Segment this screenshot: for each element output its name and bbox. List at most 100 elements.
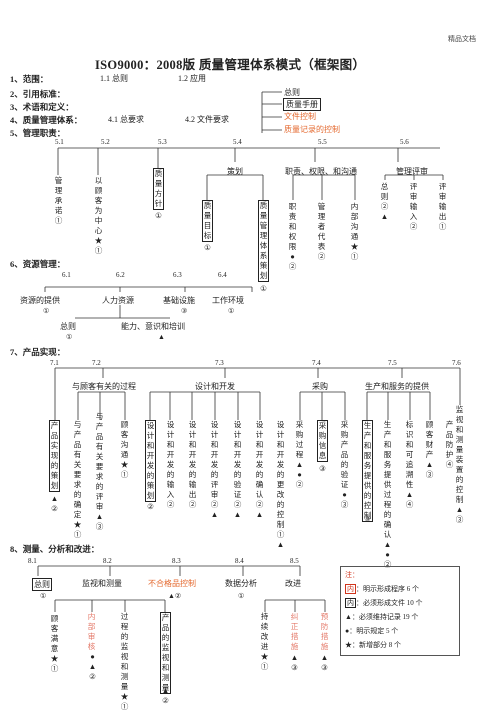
section-4-2: 4.2 文件要求	[185, 115, 229, 124]
s6-num-2: 6.2	[116, 271, 125, 279]
s8-num-1: 8.1	[28, 557, 37, 565]
s8-product-monitoring-mark: ▲②	[161, 686, 170, 705]
s7-customer-process: 与顾客有关的过程	[72, 382, 136, 391]
s5-review-label: 管理评审	[396, 167, 428, 176]
doc-quality-manual: 质量手册	[283, 98, 321, 111]
s8-num-3: 8.3	[172, 557, 181, 565]
s7-num-3: 7.3	[215, 359, 224, 367]
s7-customer-comm: 顾客沟通★①	[120, 420, 129, 479]
page-title: ISO9000：2008版 质量管理体系模式（框架图）	[95, 58, 366, 72]
section-5-heading: 5、管理职责：	[10, 128, 66, 138]
s7-num-5: 7.5	[388, 359, 397, 367]
star-icon: ★	[345, 641, 352, 649]
s6-num-1: 6.1	[62, 271, 71, 279]
s5-quality-objectives: 质量目标	[202, 200, 213, 242]
section-4-1: 4.1 总要求	[108, 115, 144, 124]
s5-internal-comm: 内部沟通★①	[350, 202, 359, 261]
section-1-2: 1.2 应用	[178, 74, 206, 83]
s7-customer-property: 顾客财产▲③	[425, 420, 434, 479]
s6-competence-mark: ▲	[158, 333, 165, 341]
s5-quality-objectives-mark: ①	[204, 243, 211, 252]
dot-icon: ●	[345, 627, 350, 635]
s8-preventive-action-mark: ▲③	[320, 653, 329, 672]
s7-design-validation: 设计和开发的确认②▲	[255, 420, 264, 519]
s7-purchased-verification: 采购产品的验证●③	[340, 420, 349, 509]
s5-num-3: 5.3	[158, 138, 167, 146]
doc-general: 总则	[284, 88, 300, 97]
s7-realization-planning-mark: ▲②	[50, 494, 59, 513]
s7-design-input: 设计和开发的输入②	[166, 420, 175, 509]
s7-purchasing: 采购	[312, 382, 328, 391]
legend-symbol-black-box: 内	[345, 598, 356, 608]
s5-num-4: 5.4	[233, 138, 242, 146]
s8-internal-audit: 内部审核	[87, 612, 96, 651]
legend-title: 注：	[345, 571, 359, 579]
section-7-heading: 7、产品实现：	[10, 347, 66, 357]
s5-commitment: 管理承诺①	[54, 176, 63, 225]
s5-mgmt-representative: 管理者代表②	[317, 202, 326, 261]
legend-row-specified: ●：明示规定 5 个	[345, 627, 399, 635]
s7-num-6: 7.6	[452, 359, 461, 367]
legend-row-procedure: 内：明示形成程序 6 个	[345, 584, 419, 594]
s5-num-6: 5.6	[400, 138, 409, 146]
legend-symbol-red-box: 内	[345, 584, 356, 594]
s8-product-monitoring: 产品的监视和测量	[160, 612, 171, 694]
s8-general-mark: ①	[40, 592, 47, 600]
s8-corrective-action-mark: ▲③	[290, 653, 299, 672]
s6-general: 总则	[60, 322, 76, 331]
s5-qms-planning: 质量管理体系策划	[258, 200, 269, 282]
s7-production-control-mark: ③	[364, 514, 371, 523]
legend-row-record: ▲：必须维持记录 19 个	[345, 613, 419, 621]
s6-mark-3: ③	[181, 307, 188, 315]
triangle-icon: ▲	[345, 613, 352, 621]
s7-design-planning-mark: ②	[147, 502, 154, 511]
s8-general: 总则	[32, 578, 52, 591]
section-2-heading: 2、引用标准：	[10, 89, 66, 99]
s8-nonconforming: 不合格品控制	[148, 579, 196, 588]
doc-document-control: 文件控制	[284, 112, 316, 121]
s7-design-change: 设计和开发的更改的控制①▲	[276, 420, 285, 549]
s7-design-planning: 设计和开发的策划	[145, 420, 156, 502]
s5-num-1: 5.1	[55, 138, 64, 146]
s7-design-review: 设计和开发的评审②▲	[210, 420, 219, 519]
s5-qms-planning-mark: ①	[260, 284, 267, 293]
s5-review-general: 总则②▲	[380, 182, 389, 221]
s8-improvement: 改进	[285, 579, 301, 588]
s5-quality-policy-mark: ①	[155, 211, 162, 220]
s7-realization-planning: 产品实现的策划	[49, 420, 60, 492]
s8-preventive-action: 预防措施	[320, 612, 329, 651]
s6-num-3: 6.3	[173, 271, 182, 279]
s8-internal-audit-mark: ●▲②	[88, 652, 97, 681]
s6-human-resources: 人力资源	[102, 296, 134, 305]
s7-design-verification: 设计和开发的验证②▲	[233, 420, 242, 519]
s5-quality-policy: 质量方针	[153, 168, 164, 210]
corner-note: 精品文档	[448, 35, 476, 43]
s6-competence-training: 能力、意识和培训	[121, 322, 185, 331]
s6-mark-1: ①	[43, 307, 50, 315]
s5-num-5: 5.5	[318, 138, 327, 146]
section-1-heading: 1、范围：	[10, 74, 49, 84]
s7-production: 生产和服务的提供	[365, 382, 429, 391]
s7-identification: 标识和可追溯性▲④	[405, 420, 414, 509]
s5-review-input: 评审输入②	[409, 182, 418, 231]
s5-customer-focus: 以顾客为中心★①	[94, 176, 103, 255]
legend-row-new: ★：新增部分 8 个	[345, 641, 401, 649]
s7-process-validation: 生产和服务提供过程的确认▲●②	[383, 420, 392, 569]
s7-purchasing-info: 采购信息	[317, 420, 328, 462]
s7-req-determination: 与产品有关要求的确定★①	[73, 420, 82, 539]
s8-data-analysis: 数据分析	[225, 579, 257, 588]
s7-purchasing-info-mark: ③	[319, 464, 326, 473]
legend: 注： 内：明示形成程序 6 个 内：必须形成文件 10 个 ▲：必须维持记录 1…	[340, 566, 460, 656]
section-4-heading: 4、质量管理体系：	[10, 115, 83, 125]
s7-preservation: 产品防护④	[445, 420, 454, 469]
s8-corrective-action: 纠正措施	[290, 612, 299, 651]
s7-design-output: 设计和开发的输出②	[188, 420, 197, 509]
s7-design-dev: 设计和开发	[195, 382, 235, 391]
s8-nonconforming-mark: ▲②	[168, 592, 182, 600]
s7-req-review: 与产品有关要求的评审▲③	[95, 412, 104, 531]
s8-num-4: 8.4	[235, 557, 244, 565]
s7-purchasing-process: 采购过程▲●②	[295, 420, 304, 489]
s8-process-monitoring: 过程的监视和测量★①	[120, 612, 129, 711]
s6-mark-4: ①	[228, 307, 235, 315]
section-3-heading: 3、术语和定义：	[10, 102, 74, 112]
